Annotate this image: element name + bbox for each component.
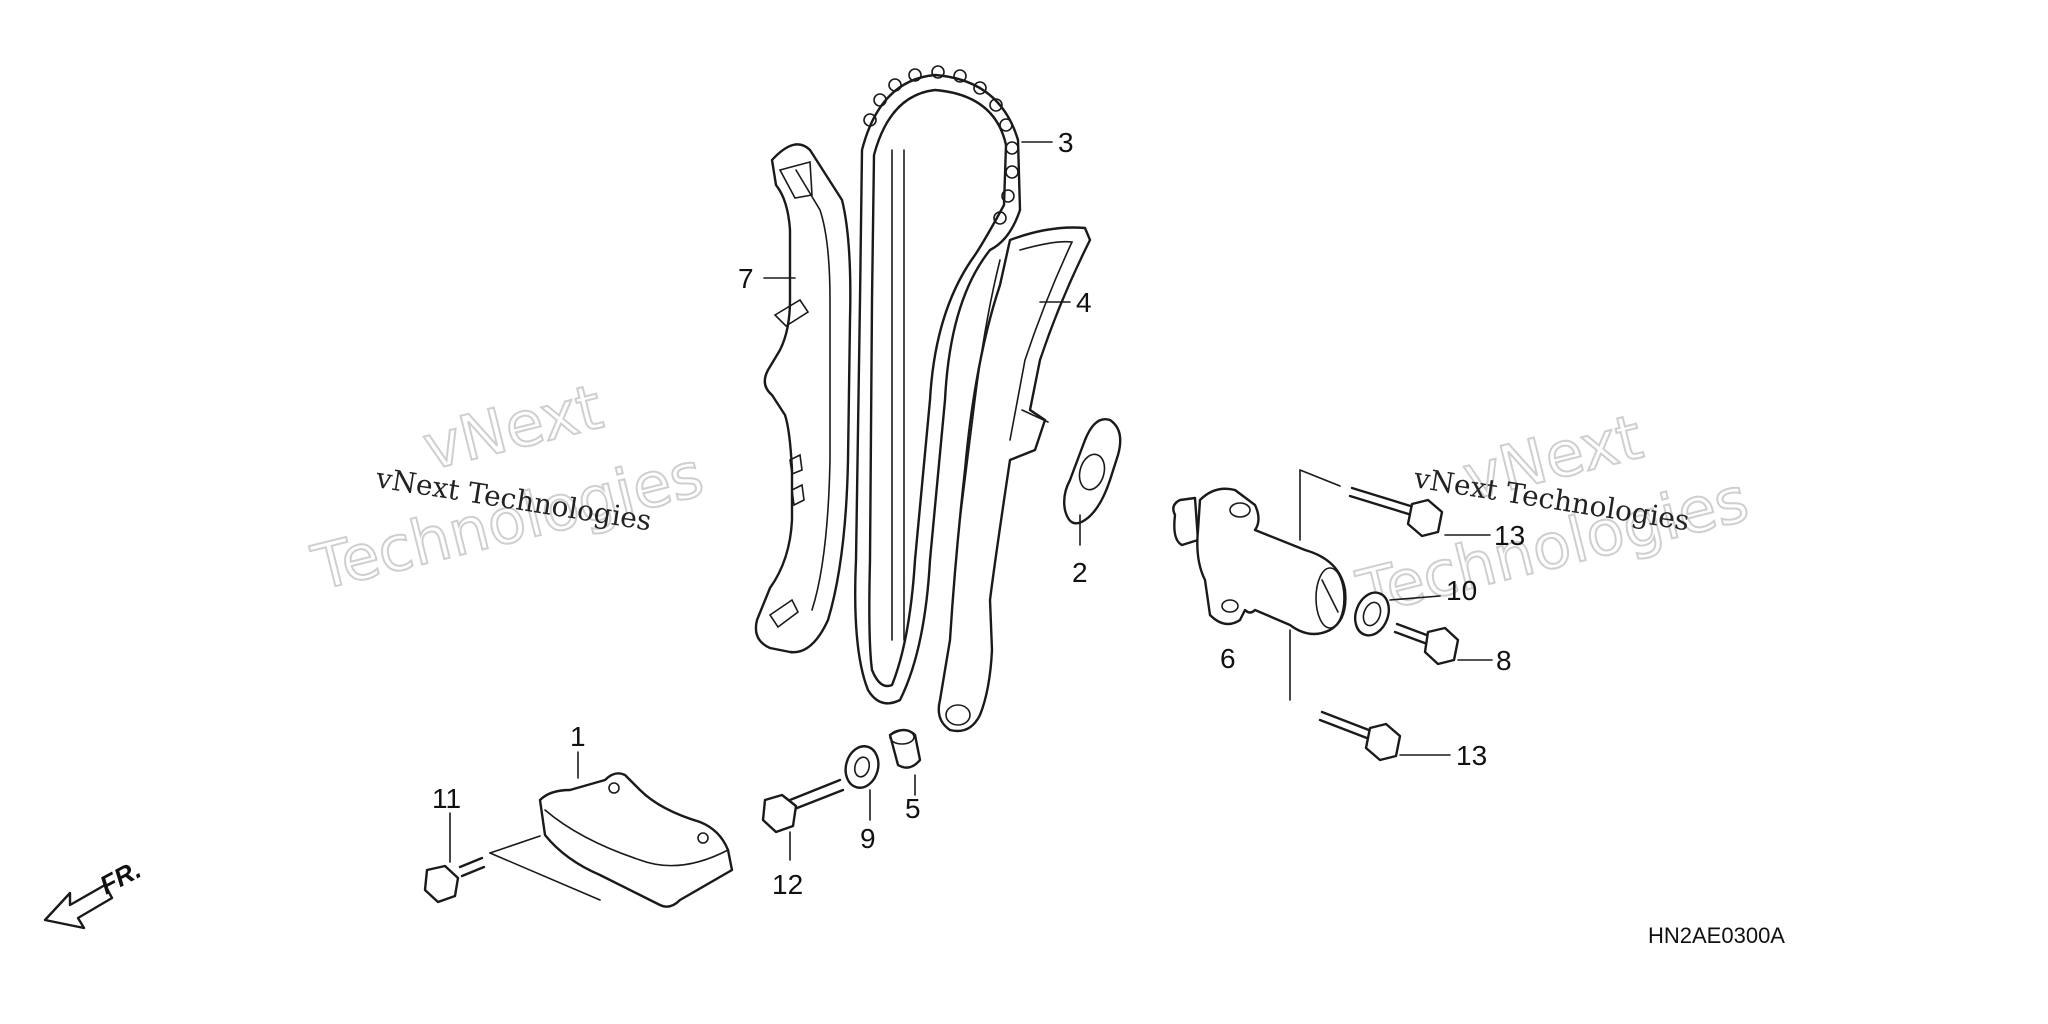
callout-3: 3: [1058, 127, 1074, 158]
callout-2: 2: [1072, 557, 1088, 588]
callout-13-top: 13: [1494, 520, 1525, 551]
part-6-tensioner: [1172, 487, 1347, 636]
part-10-washer: [1353, 591, 1391, 637]
part-3-cam-chain: [854, 65, 1022, 705]
callout-5: 5: [905, 793, 921, 824]
callout-6: 6: [1220, 643, 1236, 674]
callout-9: 9: [860, 823, 876, 854]
part-7-chain-guide: [754, 143, 852, 654]
part-4-tensioner-arm: [937, 226, 1092, 733]
part-8-bolt: [1393, 622, 1460, 666]
leader-lines: [449, 141, 1493, 863]
callout-8: 8: [1496, 645, 1512, 676]
callout-13-bottom: 13: [1456, 740, 1487, 771]
callout-4: 4: [1076, 287, 1092, 318]
callout-12: 12: [772, 869, 803, 900]
part-1-guide-plate: [489, 772, 734, 908]
diagram-code: HN2AE0300A: [1648, 923, 1785, 948]
chain-links-top: [863, 65, 1019, 225]
part-12-bolt: [761, 778, 845, 834]
part-2-gasket: [1062, 418, 1122, 525]
part-9-washer: [844, 745, 880, 789]
callout-1: 1: [570, 721, 586, 752]
callout-10: 10: [1446, 575, 1477, 606]
front-direction-marker: FR.: [43, 854, 146, 930]
part-5-collar: [888, 728, 922, 769]
callout-11: 11: [432, 783, 461, 814]
part-13-top-bolt: [1299, 469, 1444, 541]
callouts: 3 7 4 2 1 11 5 9 12 6 13 10 8 13: [432, 127, 1525, 900]
watermark-left: vNext Technologies vNext Technologies: [304, 369, 711, 606]
part-13-bottom-bolt: [1289, 629, 1402, 762]
part-11-bolt: [423, 856, 486, 904]
callout-7: 7: [738, 263, 754, 294]
